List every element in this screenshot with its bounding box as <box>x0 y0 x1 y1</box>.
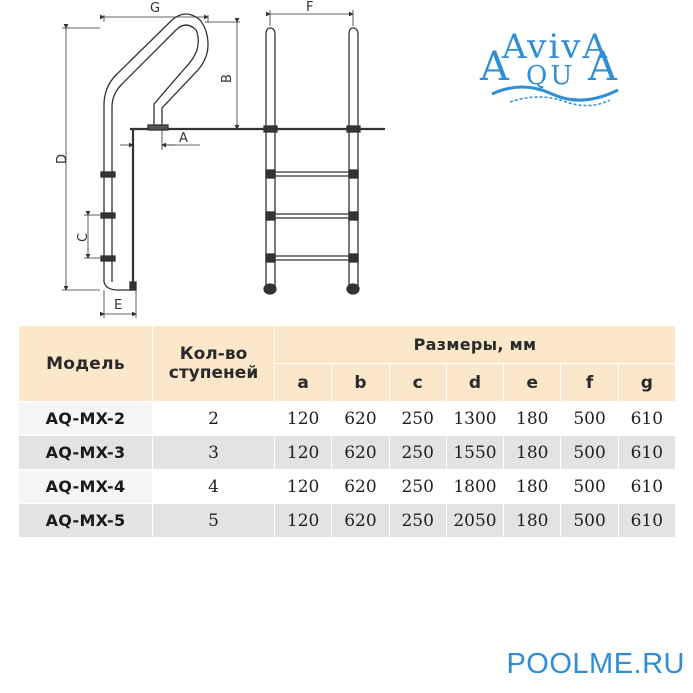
cell-steps: 3 <box>152 435 275 470</box>
cell-e: 180 <box>503 435 562 470</box>
specifications-table: Модель Кол-во ступеней Размеры, мм a b c… <box>18 325 677 538</box>
header-sizes: Размеры, мм <box>274 325 676 364</box>
logo-text-left: A <box>479 44 510 90</box>
side-dimensions <box>62 14 240 318</box>
logo-wave-icon <box>491 85 619 102</box>
header-letter-e: e <box>503 363 562 402</box>
header-steps-line1: Кол-во <box>179 343 248 364</box>
header-steps: Кол-во ступеней <box>152 325 275 402</box>
cell-d: 2050 <box>445 503 505 538</box>
cell-model: AQ-MX-5 <box>18 503 153 538</box>
dim-label-f: F <box>306 0 313 15</box>
cell-g: 610 <box>617 503 677 538</box>
cell-f: 500 <box>560 401 619 436</box>
side-view <box>100 13 385 291</box>
dim-label-g: G <box>150 1 160 16</box>
cell-steps: 2 <box>152 401 275 436</box>
cell-d: 1300 <box>445 401 505 436</box>
dim-label-b: B <box>220 74 235 83</box>
cell-c: 250 <box>388 435 447 470</box>
cell-e: 180 <box>503 401 562 436</box>
cell-e: 180 <box>503 503 562 538</box>
table-row: AQ-MX-4 4 120 620 250 1800 180 500 610 <box>18 469 677 504</box>
header-steps-line2: ступеней <box>168 362 259 383</box>
dim-label-a: A <box>179 131 188 146</box>
cell-e: 180 <box>503 469 562 504</box>
header-letter-f: f <box>560 363 619 402</box>
logo-text-top: AvivA <box>501 27 609 67</box>
site-url-link[interactable]: POOLME.RU <box>506 648 685 680</box>
header-letter-d: d <box>445 363 505 402</box>
cell-f: 500 <box>560 503 619 538</box>
cell-a: 120 <box>273 435 333 470</box>
cell-a: 120 <box>273 503 333 538</box>
front-view <box>263 27 361 295</box>
cell-steps: 5 <box>152 503 275 538</box>
header-letter-a: a <box>273 363 333 402</box>
dim-label-e: E <box>114 298 122 313</box>
table-row: AQ-MX-2 2 120 620 250 1300 180 500 610 <box>18 401 677 436</box>
cell-f: 500 <box>560 435 619 470</box>
header-letter-g: g <box>617 363 677 402</box>
table-row: AQ-MX-3 3 120 620 250 1550 180 500 610 <box>18 435 677 470</box>
cell-f: 500 <box>560 469 619 504</box>
header-letter-c: c <box>388 363 447 402</box>
cell-b: 620 <box>331 401 390 436</box>
cell-b: 620 <box>331 503 390 538</box>
cell-c: 250 <box>388 503 447 538</box>
logo-text-right: A <box>587 44 618 90</box>
dim-label-d: D <box>55 154 70 164</box>
cell-steps: 4 <box>152 469 275 504</box>
logo-text-bottom: QU <box>526 61 575 91</box>
cell-model: AQ-MX-2 <box>18 401 153 436</box>
front-dimensions <box>266 10 354 26</box>
cell-a: 120 <box>273 401 333 436</box>
cell-b: 620 <box>331 435 390 470</box>
header-letter-b: b <box>331 363 390 402</box>
cell-model: AQ-MX-3 <box>18 435 153 470</box>
cell-c: 250 <box>388 469 447 504</box>
cell-g: 610 <box>617 401 677 436</box>
cell-b: 620 <box>331 469 390 504</box>
dim-label-c: C <box>76 233 91 242</box>
cell-model: AQ-MX-4 <box>18 469 153 504</box>
cell-c: 250 <box>388 401 447 436</box>
header-model: Модель <box>18 325 153 402</box>
cell-g: 610 <box>617 469 677 504</box>
cell-g: 610 <box>617 435 677 470</box>
table-row: AQ-MX-5 5 120 620 250 2050 180 500 610 <box>18 503 677 538</box>
cell-d: 1800 <box>445 469 505 504</box>
aviva-aqua-logo: AvivA A QU A <box>479 27 619 107</box>
cell-d: 1550 <box>445 435 505 470</box>
cell-a: 120 <box>273 469 333 504</box>
ladder-diagram: G F B A D C E <box>55 0 385 318</box>
